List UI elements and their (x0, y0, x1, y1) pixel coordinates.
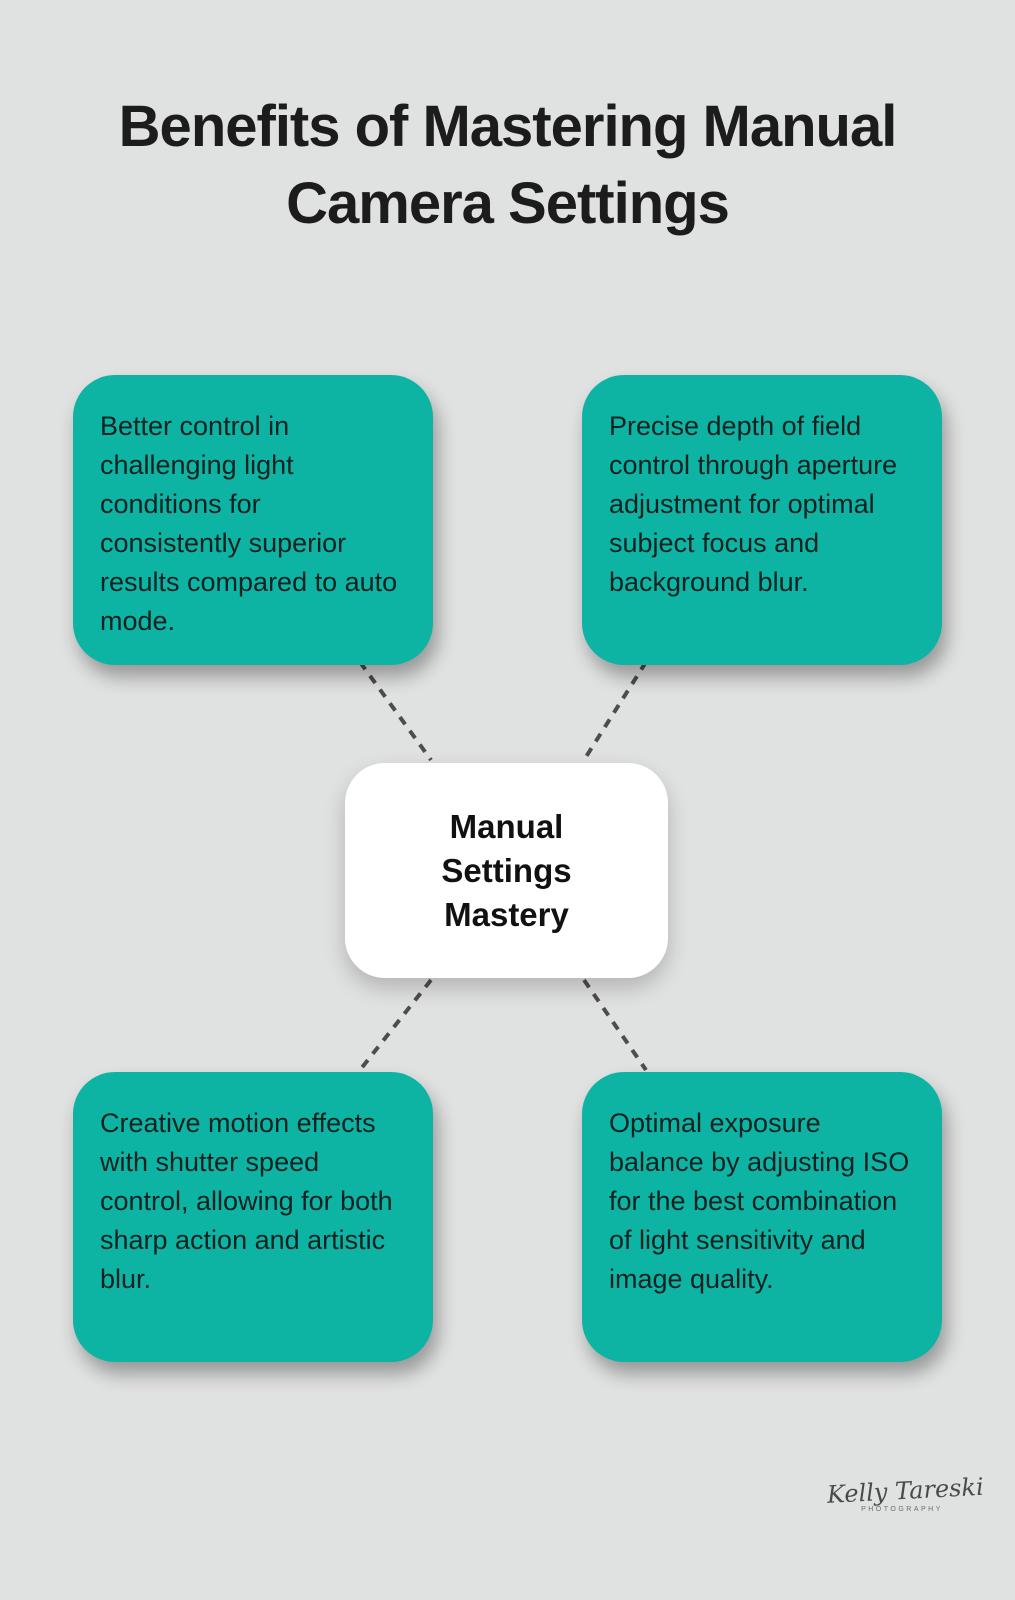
benefit-card-bottom-left: Creative motion effects with shutter spe… (73, 1072, 433, 1362)
center-node: Manual Settings Mastery (345, 763, 668, 978)
connector-bottom-left (358, 978, 433, 1072)
benefit-text-top-right: Precise depth of field control through a… (609, 411, 898, 597)
page-title: Benefits of Mastering Manual Camera Sett… (118, 94, 898, 237)
benefit-card-top-right: Precise depth of field control through a… (582, 375, 942, 665)
connector-top-left (358, 660, 433, 762)
benefit-card-top-left: Better control in challenging light cond… (73, 375, 433, 665)
benefit-text-top-left: Better control in challenging light cond… (100, 411, 398, 636)
benefit-card-bottom-right: Optimal exposure balance by adjusting IS… (582, 1072, 942, 1362)
connector-top-right (582, 660, 648, 762)
signature-subtitle: PHOTOGRAPHY (861, 1506, 943, 1513)
signature-name: Kelly Tareski (826, 1472, 985, 1509)
center-node-label: Manual Settings Mastery (441, 807, 572, 933)
connector-bottom-right (582, 978, 648, 1072)
benefit-text-bottom-left: Creative motion effects with shutter spe… (100, 1108, 393, 1294)
benefit-text-bottom-right: Optimal exposure balance by adjusting IS… (609, 1108, 910, 1294)
signature: Kelly Tareski PHOTOGRAPHY (826, 1473, 984, 1513)
